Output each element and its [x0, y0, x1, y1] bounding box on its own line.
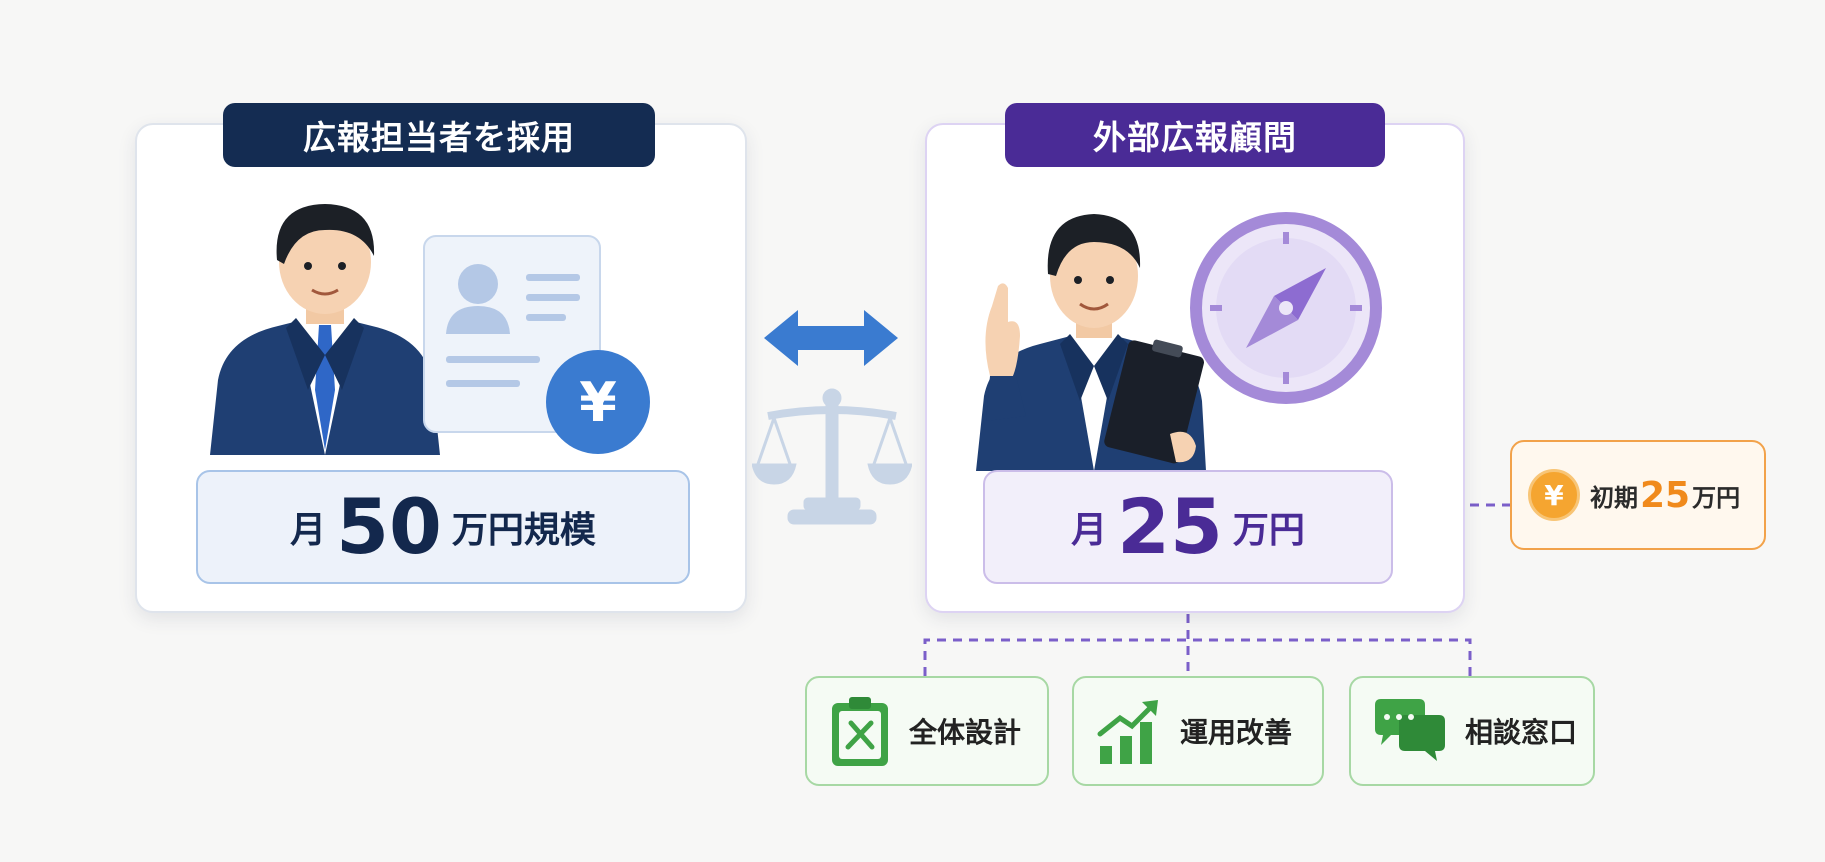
balance-scale-icon: [752, 388, 912, 525]
feature-operation-improvement: 運用改善: [1072, 676, 1324, 786]
hire-cost-box: 月 50 万円規模: [196, 470, 690, 584]
growth-chart-icon: [1097, 700, 1158, 764]
feature-overall-design: 全体設計: [805, 676, 1049, 786]
advisor-cost-suffix: 万円: [1232, 510, 1305, 551]
initial-fee-label: 初期: [1590, 483, 1638, 512]
feature-label: 全体設計: [909, 716, 1022, 749]
initial-fee-box: ¥ 初期 25 万円: [1510, 440, 1766, 550]
employee-illustration: [210, 204, 440, 455]
feature-label: 運用改善: [1180, 716, 1293, 749]
yen-symbol: ¥: [579, 370, 617, 434]
advisor-cost-prefix: 月: [1071, 510, 1108, 551]
hire-cost-value: 50: [336, 482, 442, 571]
yen-coin-icon: ¥: [1528, 469, 1580, 521]
hire-cost-suffix: 万円規模: [451, 510, 596, 551]
hire-option-title: 広報担当者を採用: [223, 103, 655, 167]
feature-label: 相談窓口: [1465, 716, 1578, 749]
double-arrow-icon: [764, 310, 898, 366]
advisor-cost-box: 月 25 万円: [983, 470, 1393, 584]
advisor-cost-value: 25: [1117, 482, 1223, 571]
hire-cost-prefix: 月: [290, 510, 327, 551]
advisor-option-title: 外部広報顧問: [1005, 103, 1385, 167]
yen-coin-icon: ¥: [546, 350, 650, 454]
feature-consultation-desk: 相談窓口: [1349, 676, 1595, 786]
compass-icon: [1190, 212, 1382, 404]
clipboard-tools-icon: [832, 697, 888, 766]
initial-fee-symbol: ¥: [1544, 478, 1564, 512]
chat-bubbles-icon: [1375, 699, 1445, 761]
advisor-illustration: [976, 214, 1206, 471]
initial-fee-value: 25: [1640, 474, 1691, 516]
initial-fee-unit: 万円: [1692, 483, 1741, 512]
